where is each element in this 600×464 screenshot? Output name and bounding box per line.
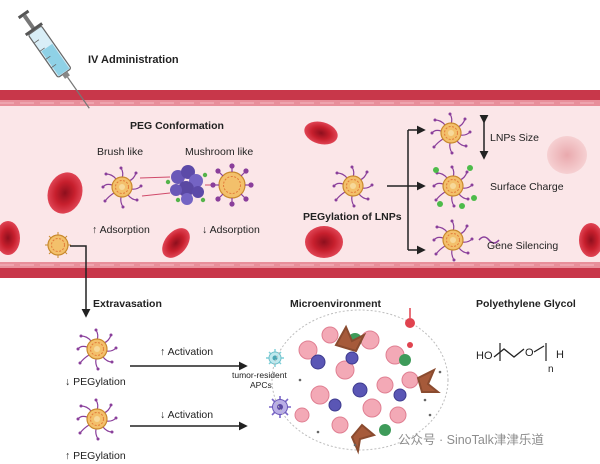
microenvironment-heading: Microenvironment <box>290 298 382 310</box>
apc-activated-cell-icon <box>269 396 291 418</box>
red-blood-cell <box>162 228 190 258</box>
formula-o: O <box>525 347 534 359</box>
mushroom-like-label: Mushroom like <box>185 146 253 158</box>
pegylation-down-label: ↓ PEGylation <box>65 376 126 388</box>
adsorption-down-label: ↓ Adsorption <box>202 224 260 236</box>
surface-charge-label: Surface Charge <box>490 181 564 193</box>
red-blood-cell <box>579 223 600 257</box>
peg-structural-formula: HO O H n <box>476 343 564 375</box>
extravasation-arrow <box>70 245 91 318</box>
mushroom-lnp-icon <box>210 163 254 207</box>
pegylation-of-lnps-label: PEGylation of LNPs <box>303 211 402 223</box>
gene-silencing-label: Gene Silencing <box>487 240 558 252</box>
rna-strand-icon <box>478 236 500 244</box>
formula-ho: HO <box>476 350 493 362</box>
low-peg-lnp-icon <box>75 327 119 372</box>
blood-vessel <box>0 90 600 278</box>
syringe-icon <box>17 9 90 109</box>
apc-cell-icon <box>266 349 284 367</box>
pegylation-up-label: ↑ PEGylation <box>65 450 126 462</box>
high-peg-lnp-icon <box>75 397 119 442</box>
polyethylene-glycol-heading: Polyethylene Glycol <box>476 298 576 310</box>
extravasation-heading: Extravasation <box>93 298 162 310</box>
watermark: 公众号 · SinoTalk津津乐道 <box>398 433 544 447</box>
charge-dots <box>433 165 477 209</box>
brush-like-label: Brush like <box>97 146 143 158</box>
red-blood-cell <box>305 226 343 258</box>
protein-corona-icon <box>139 165 216 205</box>
peg-conformation-label: PEG Conformation <box>130 120 224 132</box>
tumor-microenvironment-cluster <box>271 308 449 455</box>
tumor-resident-label-line1: tumor-resident <box>232 370 287 380</box>
activation-down-label: ↓ Activation <box>160 409 213 421</box>
branch-arrows <box>387 125 426 255</box>
formula-n: n <box>548 364 554 375</box>
lnps-size-label: LNPs Size <box>490 132 539 144</box>
red-blood-cell-group <box>0 121 600 258</box>
formula-h: H <box>556 349 564 361</box>
red-blood-cell <box>47 172 83 214</box>
iv-administration-label: IV Administration <box>88 54 179 66</box>
adsorption-up-label: ↑ Adsorption <box>92 224 150 236</box>
activation-up-label: ↑ Activation <box>160 346 213 358</box>
red-blood-cell <box>0 221 20 255</box>
red-blood-cell-pale <box>547 136 587 174</box>
tumor-resident-label-line2: APCs <box>250 380 272 390</box>
red-blood-cell <box>304 121 338 145</box>
